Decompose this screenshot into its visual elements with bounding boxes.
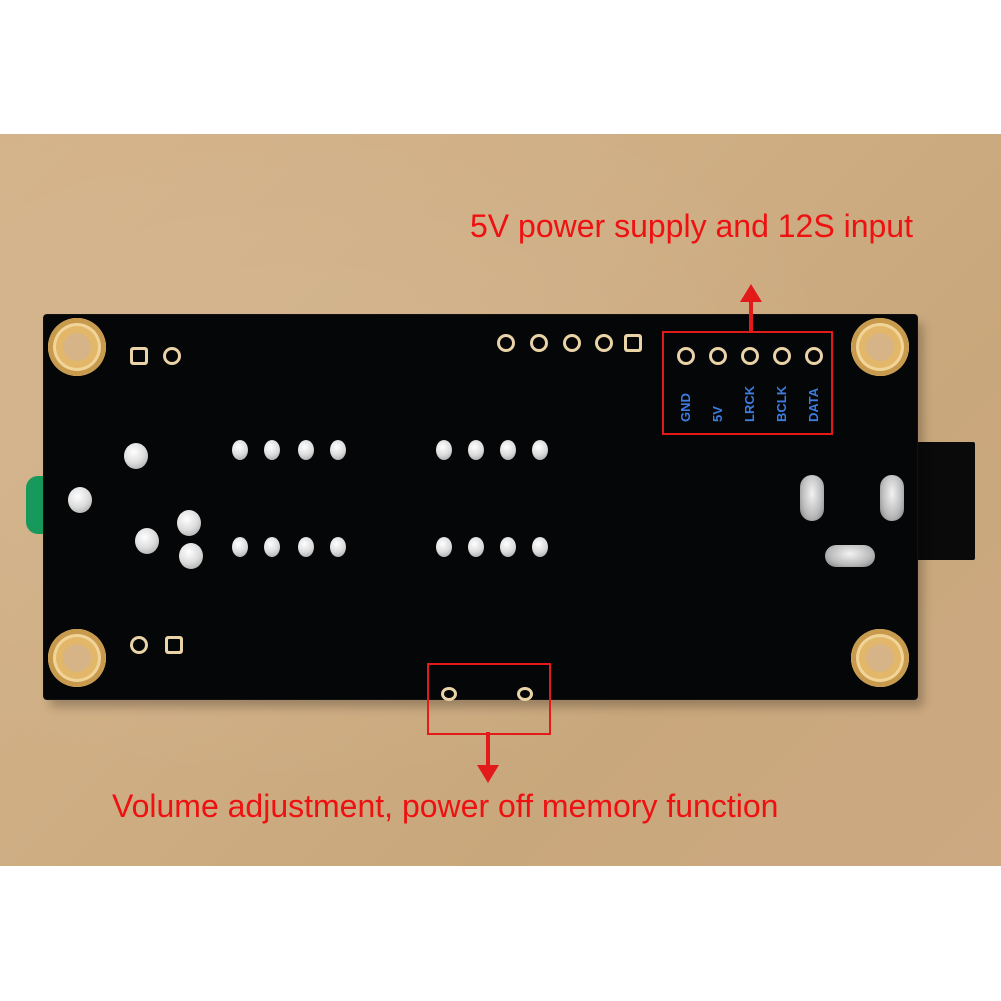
pad <box>133 350 145 362</box>
solder-joint <box>177 510 201 536</box>
solder-oval <box>825 545 875 567</box>
solder-joint <box>500 537 516 557</box>
pin-label-5v: 5V <box>710 406 725 422</box>
pad <box>533 337 545 349</box>
solder-joint <box>264 537 280 557</box>
header-pad-gnd <box>680 350 692 362</box>
header-pad-lrck <box>744 350 756 362</box>
up-arrow-icon <box>740 284 762 302</box>
pin-label-lrck: LRCK <box>742 385 757 422</box>
pad <box>598 337 610 349</box>
solder-joint <box>532 440 548 460</box>
solder-joint <box>436 537 452 557</box>
pin-label-bclk: BCLK <box>774 385 789 422</box>
mounting-hole-bottom-left <box>48 629 106 687</box>
solder-joint <box>436 440 452 460</box>
solder-joint <box>468 537 484 557</box>
pad <box>520 690 530 698</box>
solder-joint <box>124 443 148 469</box>
mounting-hole-top-right <box>851 318 909 376</box>
pad <box>627 337 639 349</box>
audio-jack <box>917 442 975 560</box>
pad <box>133 639 145 651</box>
pcb-board <box>44 315 917 699</box>
solder-joint <box>500 440 516 460</box>
solder-oval <box>880 475 904 521</box>
solder-joint <box>135 528 159 554</box>
pad <box>566 337 578 349</box>
header-pad-5v <box>712 350 724 362</box>
solder-joint <box>330 440 346 460</box>
solder-joint <box>330 537 346 557</box>
pin-label-gnd: GND <box>678 393 693 422</box>
solder-joint <box>232 537 248 557</box>
solder-oval <box>800 475 824 521</box>
power-input-callout: 5V power supply and 12S input <box>470 208 913 244</box>
down-arrow-shaft <box>486 732 490 768</box>
pad <box>166 350 178 362</box>
pin-label-data: DATA <box>806 387 821 422</box>
volume-callout: Volume adjustment, power off memory func… <box>112 788 779 824</box>
mounting-hole-top-left <box>48 318 106 376</box>
up-arrow-shaft <box>749 300 753 332</box>
solder-joint <box>264 440 280 460</box>
solder-joint <box>232 440 248 460</box>
down-arrow-icon <box>477 765 499 783</box>
pad <box>168 639 180 651</box>
solder-joint <box>179 543 203 569</box>
solder-joint <box>68 487 92 513</box>
header-highlight-box <box>662 331 833 435</box>
solder-joint <box>532 537 548 557</box>
solder-joint <box>298 537 314 557</box>
header-pad-data <box>808 350 820 362</box>
volume-highlight-box <box>427 663 551 735</box>
header-pad-bclk <box>776 350 788 362</box>
mounting-hole-bottom-right <box>851 629 909 687</box>
pad <box>444 690 454 698</box>
pad <box>500 337 512 349</box>
solder-joint <box>468 440 484 460</box>
solder-joint <box>298 440 314 460</box>
